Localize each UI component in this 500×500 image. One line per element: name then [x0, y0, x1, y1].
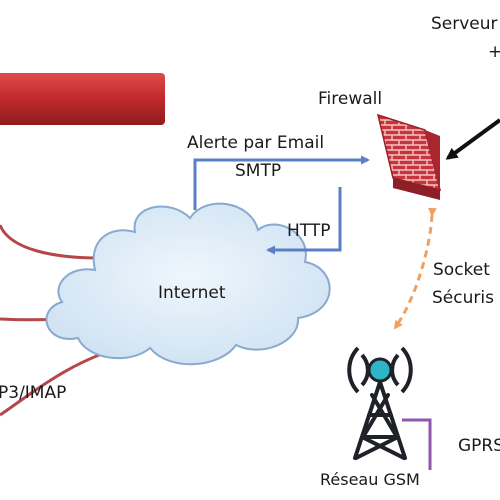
firewall-label: Firewall [318, 89, 383, 109]
internet-label: Internet [158, 283, 226, 303]
secure-label: Sécuris [432, 288, 494, 308]
server-plus-label: + [488, 42, 500, 62]
alert-email-label: Alerte par Email [187, 133, 325, 153]
server-to-firewall-arrow [445, 118, 500, 160]
red-arrow-top [0, 224, 101, 262]
firewall-brick-icon [376, 113, 442, 200]
red-banner-bar [0, 73, 165, 125]
cloud-icon [45, 202, 331, 366]
socket-label: Socket [433, 260, 490, 280]
http-connector [266, 187, 342, 255]
http-label: HTTP [287, 221, 331, 241]
gsm-tower-icon [347, 346, 413, 460]
gprs-link [402, 418, 432, 470]
gsm-network-label: Réseau GSM [320, 470, 420, 489]
gprs-label: GPRS [458, 436, 500, 456]
server-label: Serveur [431, 14, 498, 34]
pop3-imap-label: P3/IMAP [0, 383, 67, 403]
smtp-label: SMTP [235, 161, 282, 181]
secure-socket-link [393, 207, 437, 330]
smtp-connector [193, 155, 370, 210]
